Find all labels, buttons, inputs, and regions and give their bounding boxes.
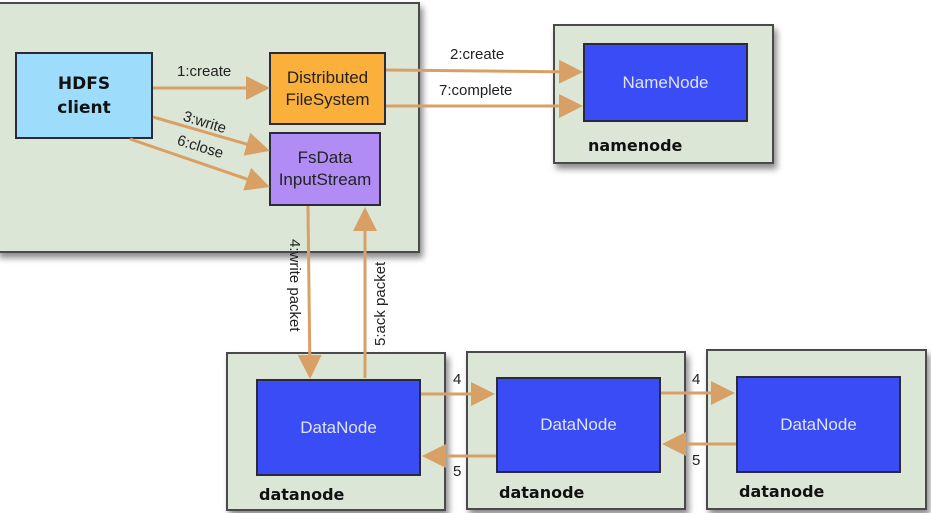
datanode-label-3: DataNode [780, 414, 857, 434]
edge-label-dn1-dn2-4: 4 [453, 371, 462, 388]
datanode-box-3[interactable]: DataNode [736, 376, 901, 473]
arrow-3-write [152, 115, 270, 156]
edge-label-dn2-dn3-4: 4 [692, 371, 701, 388]
edge-label-dn3-dn2-5: 5 [692, 452, 701, 469]
datanode-caption-2: datanode [499, 483, 585, 502]
datanode-caption-3: datanode [739, 482, 825, 501]
arrow-2-create [385, 59, 583, 84]
dfs-label-line1: Distributed [286, 67, 369, 87]
edge-label-2-create: 2:create [450, 46, 505, 63]
edge-label-4-write-packet: 4:write packet [286, 239, 303, 332]
datanode-label-2: DataNode [540, 415, 617, 434]
namenode-label: NameNode [622, 72, 709, 92]
edge-label-5-ack-packet: 5:ack packet [372, 261, 389, 346]
fsdata-inputstream-box[interactable]: FsData InputStream [269, 132, 381, 206]
hdfs-client-label-line2: client [57, 97, 111, 118]
datanode-label-1: DataNode [300, 417, 377, 437]
datanode-caption-1: datanode [259, 485, 345, 504]
edge-label-dn2-dn1-5: 5 [453, 463, 462, 480]
namenode-caption: namenode [588, 136, 683, 155]
hdfs-client-label-line1: HDFS [57, 73, 111, 94]
datanode-box-1[interactable]: DataNode [256, 379, 421, 476]
fsdata-label-line1: FsData [297, 148, 353, 167]
arrow-4-write-packet [297, 205, 322, 379]
hdfs-client-box[interactable]: HDFS client [15, 52, 153, 139]
datanode-box-2[interactable]: DataNode [496, 377, 661, 473]
fsdata-label-line2: InputStream [278, 170, 372, 189]
edge-label-7-complete: 7:complete [439, 82, 513, 99]
dfs-label-line2: FileSystem [285, 89, 370, 109]
arrow-6-close [129, 137, 270, 191]
edge-label-1-create: 1:create [177, 63, 232, 80]
distributed-filesystem-box[interactable]: Distributed FileSystem [269, 52, 386, 125]
namenode-box[interactable]: NameNode [583, 43, 748, 122]
